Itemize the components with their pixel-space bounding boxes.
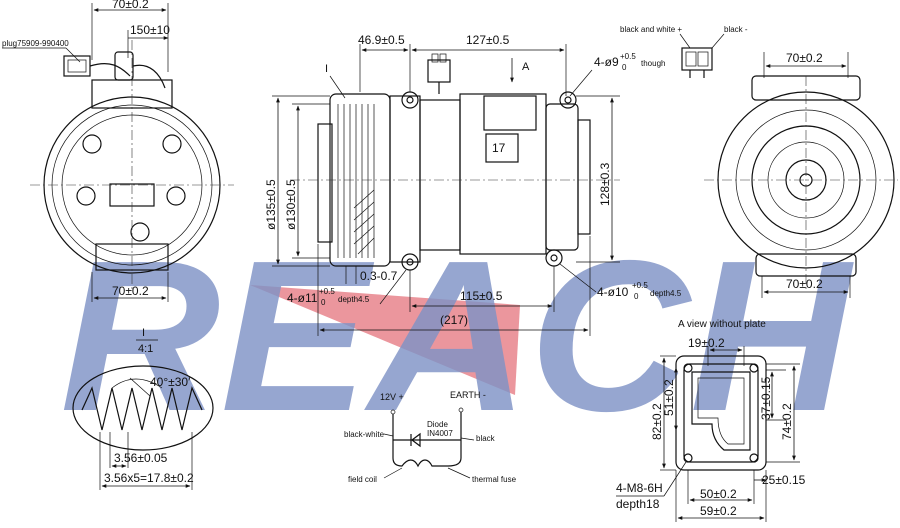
front-dim-gap: 0.3-0.7 bbox=[360, 269, 398, 283]
hole-left-sup: +0.5 bbox=[319, 287, 335, 296]
connector-label-bw: black and white + bbox=[620, 25, 682, 34]
watermark-text: REACH bbox=[60, 215, 854, 456]
hole-left-tail: depth4.5 bbox=[338, 295, 370, 304]
hole-left-sub: 0 bbox=[321, 298, 326, 307]
front-dim-130: ø130±0.5 bbox=[284, 179, 298, 230]
plug-connector bbox=[63, 51, 166, 89]
circuit-coil: field coil bbox=[348, 475, 377, 484]
circuit-diode-type: IN4007 bbox=[427, 429, 453, 438]
a-dim-19: 19±0.2 bbox=[688, 336, 725, 350]
detail-i: I 4:1 40°±30′ 3.56±0.05 3.56x5=17.8±0.2 bbox=[72, 327, 214, 490]
detail-angle: 40°±30′ bbox=[150, 375, 191, 389]
left-plug-dim: 150±10 bbox=[130, 23, 170, 37]
front-dim-217: (217) bbox=[440, 313, 468, 327]
a-dim-82: 82±0.2 bbox=[650, 403, 664, 440]
boss-17 bbox=[485, 133, 519, 163]
front-dim-46: 46.9±0.5 bbox=[358, 33, 405, 47]
right-view: 70±0.2 70±0.2 bbox=[704, 51, 898, 298]
front-dim-128: 128±0.3 bbox=[598, 162, 612, 206]
circuit-diode: Diode bbox=[427, 420, 448, 429]
a-dim-74: 74±0.2 bbox=[780, 403, 794, 440]
front-dim-115: 115±0.5 bbox=[460, 289, 503, 303]
a-dim-50: 50±0.2 bbox=[700, 487, 737, 501]
circuit-b: black bbox=[476, 434, 496, 443]
hole-right-sub: 0 bbox=[634, 292, 639, 301]
hole-top-tail: though bbox=[641, 59, 665, 68]
detail-i-title: I bbox=[142, 327, 145, 339]
plug-label: plug75909-990400 bbox=[2, 39, 69, 48]
front-view: 46.9±0.5 127±0.5 A I 4-ø9 +0.5 0 though bbox=[264, 33, 682, 336]
right-top-dim: 70±0.2 bbox=[786, 51, 823, 65]
left-bottom-dim: 70±0.2 bbox=[112, 284, 149, 298]
watermark: REACH bbox=[60, 215, 854, 456]
detail-i-scale: 4:1 bbox=[138, 343, 153, 355]
a-dim-51: 51±0.2 bbox=[662, 379, 676, 416]
circuit-bw: black-white bbox=[344, 430, 385, 439]
detail-total: 3.56x5=17.8±0.2 bbox=[104, 471, 194, 485]
front-arrow-a-label: A bbox=[522, 61, 530, 73]
watermark-red-stripe bbox=[250, 285, 520, 395]
hole-top-sup: +0.5 bbox=[620, 52, 636, 61]
front-view-i-label: I bbox=[325, 63, 328, 75]
detail-pitch: 3.56±0.05 bbox=[114, 451, 168, 465]
left-view: 70±0.2 150±10 plug75909-990400 70±0.2 bbox=[2, 0, 234, 302]
front-dim-135: ø135±0.5 bbox=[264, 179, 278, 230]
hole-right-sup: +0.5 bbox=[632, 281, 648, 290]
circuit-fuse: thermal fuse bbox=[472, 475, 517, 484]
circuit-earth: EARTH - bbox=[450, 390, 486, 400]
connector-detail: black and white + black - bbox=[620, 25, 748, 78]
a-dim-37: 37±0.15 bbox=[759, 376, 773, 420]
a-thread: 4-M8-6H bbox=[616, 481, 663, 495]
hole-top-sub: 0 bbox=[622, 63, 627, 72]
boss-label: 17 bbox=[492, 141, 506, 155]
hole-right-tail: depth4.5 bbox=[650, 289, 682, 298]
a-dim-59: 59±0.2 bbox=[700, 504, 737, 518]
hole-left-callout: 4-ø11 bbox=[287, 291, 318, 305]
circuit-12v: 12V + bbox=[380, 392, 404, 402]
a-dim-25: 25±0.15 bbox=[762, 473, 806, 487]
a-thread-depth: depth18 bbox=[616, 497, 660, 511]
circuit: 12V + EARTH - Diode IN4007 black-white b… bbox=[344, 390, 517, 484]
hole-right-callout: 4-ø10 bbox=[597, 285, 629, 299]
connector-label-b: black - bbox=[724, 25, 748, 34]
left-top-dim: 70±0.2 bbox=[112, 0, 149, 11]
hole-top-callout: 4-ø9 bbox=[594, 55, 619, 69]
front-top-connector bbox=[427, 53, 451, 94]
a-view-title: A view without plate bbox=[678, 319, 766, 330]
front-dim-127: 127±0.5 bbox=[466, 33, 510, 47]
right-bottom-dim: 70±0.2 bbox=[786, 277, 823, 291]
a-view: A view without plate 19±0.2 82±0.2 51±0.… bbox=[616, 319, 806, 522]
